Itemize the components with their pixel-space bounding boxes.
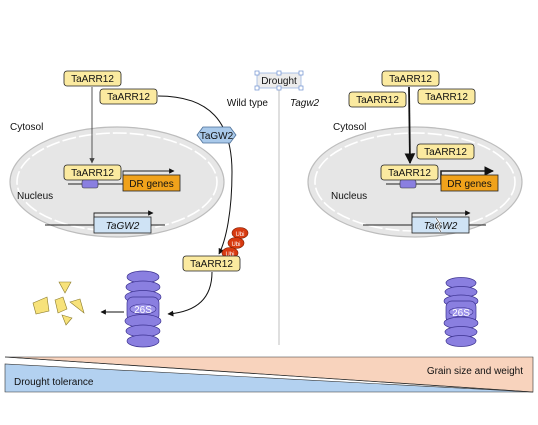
right-promoter: [399, 179, 417, 189]
left-tagw2-ligase: TaGW2: [196, 126, 237, 144]
wildtype-label: Wild type: [227, 98, 269, 109]
svg-text:TaARR12: TaARR12: [356, 95, 399, 106]
svg-text:TaARR12: TaARR12: [389, 74, 432, 85]
svg-text:Ubi: Ubi: [225, 252, 234, 258]
svg-text:Ubi: Ubi: [235, 232, 244, 238]
left-taarr12-nuclear: TaARR12: [63, 164, 122, 181]
svg-text:Ubi: Ubi: [231, 242, 240, 248]
svg-text:26S: 26S: [134, 305, 152, 316]
right-taarr12-top: TaARR12: [381, 70, 440, 87]
ubiquitin-tag-2: [227, 237, 245, 249]
left-ubiquitination-path: [157, 95, 233, 255]
left-dr-genes-box: DR genes: [122, 174, 181, 192]
drought-box: Drought: [254, 70, 304, 91]
svg-text:TaGW2: TaGW2: [424, 221, 458, 232]
left-proteasome: 26S: [124, 270, 162, 348]
left-cytosol-label: Cytosol: [10, 122, 43, 133]
drought-label: Drought: [261, 76, 297, 87]
tradeoff-bar: Drought tolerance Grain size and weight: [4, 356, 534, 393]
grain-size-label: Grain size and weight: [427, 366, 523, 377]
right-proteasome: 26S: [443, 277, 479, 347]
svg-text:TaARR12: TaARR12: [107, 92, 150, 103]
left-degraded-fragments: [32, 281, 85, 326]
svg-text:TaARR12: TaARR12: [190, 259, 233, 270]
left-panel: Cytosol Nucleus TaARR12 TaARR12 TaARR12 …: [9, 70, 249, 348]
svg-text:TaARR12: TaARR12: [388, 168, 431, 179]
svg-text:TaGW2: TaGW2: [200, 131, 234, 142]
right-import-arrow: [404, 86, 416, 165]
svg-text:TaARR12: TaARR12: [71, 168, 114, 179]
right-taarr12-left: TaARR12: [348, 91, 407, 108]
tolerance-wedge: [4, 363, 534, 393]
svg-text:TaGW2: TaGW2: [106, 221, 140, 232]
svg-text:TaARR12: TaARR12: [425, 92, 468, 103]
left-promoter: [81, 179, 99, 189]
svg-text:TaARR12: TaARR12: [71, 74, 114, 85]
left-taarr12-ubiquitinated: TaARR12: [182, 255, 241, 272]
svg-text:DR genes: DR genes: [447, 179, 491, 190]
drought-tolerance-label: Drought tolerance: [14, 377, 94, 388]
right-nucleus-label: Nucleus: [331, 191, 367, 202]
left-tagw2-gene: TaGW2: [93, 216, 152, 234]
svg-text:DR genes: DR genes: [129, 179, 173, 190]
svg-text:26S: 26S: [452, 308, 470, 319]
right-dr-genes-box: DR genes: [440, 174, 499, 192]
left-nucleus-label: Nucleus: [17, 191, 53, 202]
right-cytosol-label: Cytosol: [333, 122, 366, 133]
left-degradation-arrow: [167, 271, 213, 317]
right-panel: Cytosol Nucleus TaARR12 TaARR12 TaARR12 …: [307, 70, 523, 347]
left-taarr12-second: TaARR12: [99, 88, 158, 105]
mutant-label: Tagw2: [290, 98, 320, 109]
right-gw2-mutation-outline: [435, 217, 442, 233]
svg-text:TaARR12: TaARR12: [424, 147, 467, 158]
right-taarr12-mid: TaARR12: [416, 143, 475, 160]
right-tagw2-gene: TaGW2: [411, 216, 470, 234]
tradeoff-diagonal: [4, 356, 534, 393]
left-taarr12-top: TaARR12: [63, 70, 122, 87]
right-taarr12-right: TaARR12: [417, 88, 476, 105]
left-nucleus: [9, 126, 225, 238]
right-taarr12-nuclear: TaARR12: [380, 164, 439, 181]
